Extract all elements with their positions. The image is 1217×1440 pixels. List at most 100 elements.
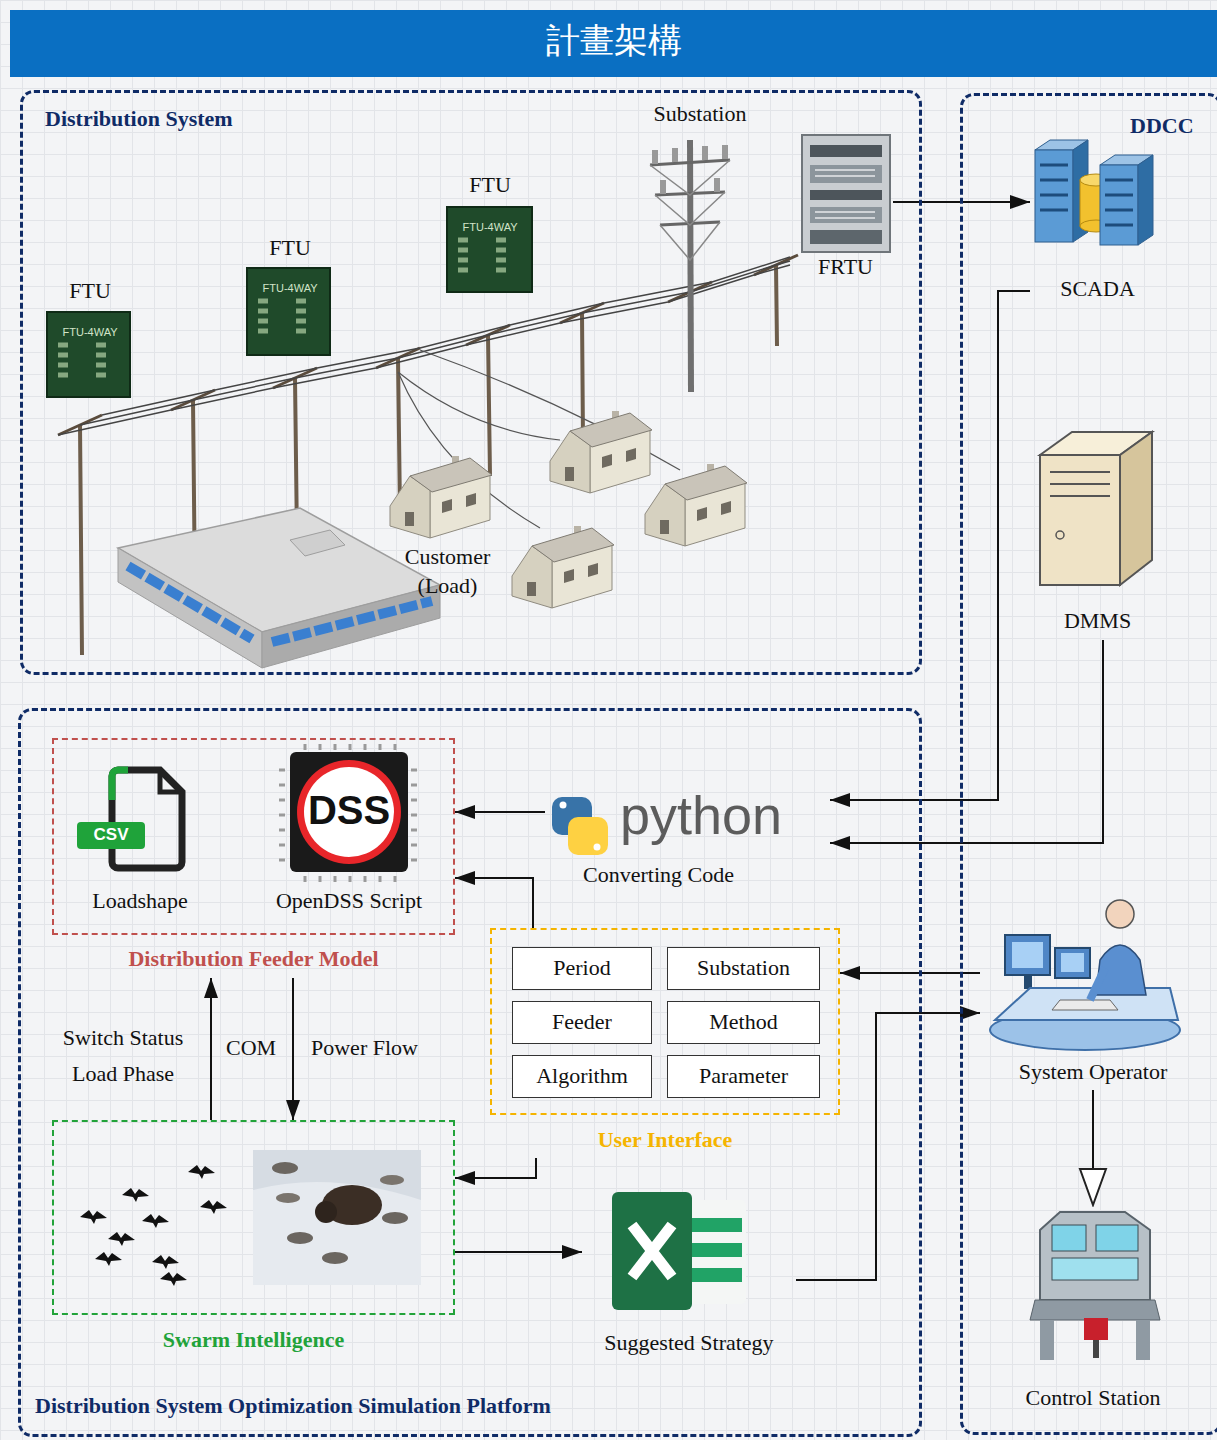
flow-arrow [455,1158,536,1178]
ftu-device: FTUFTU-4WAY [240,233,340,358]
python-logo [594,844,601,851]
bird-flock [80,1210,107,1224]
python-logo [568,817,608,855]
control-station-icon [1052,1258,1138,1280]
option-box: Algorithm [512,1055,652,1098]
frtu-rack [802,135,890,252]
office-building [272,601,432,642]
frtu-rack [810,165,882,183]
operator-icon [1055,948,1090,978]
node-label: FTU [469,172,511,197]
dmms-icon [1056,531,1064,539]
opendss-chip [290,752,408,872]
control-station-icon [1040,1212,1150,1300]
scada-icon [1138,155,1153,245]
dmms-icon [1050,472,1110,496]
bird-flock [200,1200,227,1214]
connector-note: COM [226,1035,276,1061]
operator-icon [1061,953,1084,972]
power-line [58,265,790,435]
region-panel: DDCCSCADADMMSSystem OperatorControl Stat… [960,93,1217,1435]
node-label: FRTU [818,254,873,279]
office-building [118,548,262,668]
wolf-pack-photo [276,1193,300,1203]
node-label: Algorithm [536,1063,628,1088]
wolf-pack-photo [287,1232,313,1244]
ui-group: User InterfacePeriodSubstationFeederMeth… [490,928,840,1158]
node-sublabel: FTU-4WAY [263,282,318,295]
substation-tower [714,178,720,192]
ftu-panel [258,301,306,331]
node-label: python [620,788,782,842]
control-station-icon [1040,1320,1054,1360]
bird-flock [122,1188,149,1202]
office-building [128,566,252,639]
operator-icon [1090,968,1105,1000]
power-line [58,255,798,435]
node-label: Substation [654,101,747,126]
bird-flock [142,1214,169,1228]
csv-file-icon [77,770,182,868]
ftu-device: FTUFTU-4WAY [40,276,140,400]
scada-icon [1040,165,1068,210]
scada-server: SCADA [1030,135,1165,305]
python-converter: pythonConverting Code [545,790,830,890]
node-label: Control Station [1025,1385,1160,1410]
control-station-icon [1052,1225,1086,1251]
bird-flock [108,1232,135,1246]
flow-arrow [455,1251,582,1253]
house-group [390,456,492,538]
excel-output: Suggested Strategy [582,1185,796,1360]
csv-file-icon [112,770,182,868]
node-label: CSV [77,825,145,845]
scada-icon [1100,165,1138,245]
node-label: Period [553,955,610,980]
dashed-frame [52,1120,455,1315]
ftu-panel [447,207,532,292]
office-building [118,508,440,668]
node-label: Distribution System Optimization Simulat… [35,1393,551,1418]
node-label: Substation [697,955,790,980]
node-sublabel: Loadshape [92,888,187,913]
ftu-panel [47,207,532,397]
dmms-icon [1120,432,1152,585]
flow-arrow [830,640,1103,843]
node-label: DSS [308,787,390,833]
node-label: Swarm Intelligence [163,1327,344,1352]
operator-icon [990,900,1180,1050]
node-label: Suggested Strategy [604,1330,773,1355]
substation-tower [660,180,666,194]
substation-tower [672,148,678,162]
dmms-icon [1040,432,1152,585]
node-sublabel: FTU-4WAY [463,221,518,234]
node-label: Distribution System [45,106,233,131]
opendss-chip [279,744,417,882]
excel-icon [632,1225,672,1277]
operator-icon [1005,935,1050,975]
wolf-pack-photo [315,1201,337,1223]
opendss-icon: DSS OpenDSS Script [255,745,443,918]
wolf-pack-photo [322,1252,348,1264]
wolf-pack-photo [253,1150,421,1285]
bird-flock [152,1255,179,1269]
option-box: Method [667,1001,820,1044]
flow-arrow [455,811,545,813]
node-label: DMMS [1064,608,1131,633]
csv-file: CSV Loadshape [75,760,205,918]
title-banner [10,10,1217,77]
bird-flock [80,1165,227,1286]
bird-flock [160,1272,187,1286]
frtu-rack [810,190,882,200]
node-sublabel: OpenDSS Script [276,888,422,913]
substation-tower [702,146,708,160]
page-title: 計畫架構 [10,20,1217,61]
frtu-rack [815,170,875,218]
flow-arrow [796,1013,980,1280]
scada-icon [1035,140,1153,245]
python-logo [552,797,608,855]
power-line [58,255,798,655]
node-label: DDCC [1130,113,1194,138]
substation-icon: Substation [635,99,765,215]
node-label: Parameter [699,1063,788,1088]
